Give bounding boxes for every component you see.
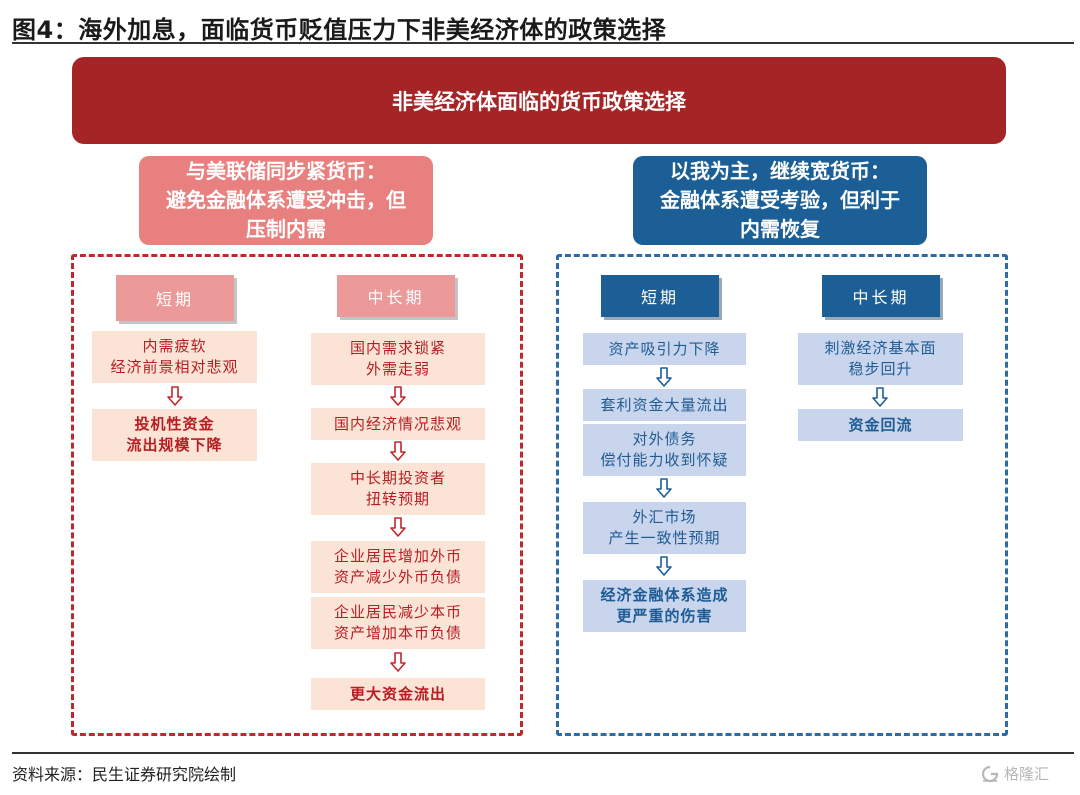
step-line: 资金回流 bbox=[848, 415, 913, 434]
right-short-term-label: 短期 bbox=[601, 275, 719, 317]
step-line: 国内经济情况悲观 bbox=[333, 414, 462, 433]
gelonghui-logo-icon bbox=[981, 765, 999, 782]
right-short-step-5: 经济金融体系造成更严重的伤害 bbox=[583, 580, 746, 632]
step-line: 稳步回升 bbox=[848, 360, 913, 378]
right-short-step-3: 对外债务偿付能力收到怀疑 bbox=[583, 424, 746, 476]
right-short-step-2: 套利资金大量流出 bbox=[583, 389, 746, 421]
left-mid-step-2: 国内经济情况悲观 bbox=[311, 408, 485, 440]
right-mid-step-1: 刺激经济基本面稳步回升 bbox=[798, 333, 963, 385]
right-short-step-1: 资产吸引力下降 bbox=[583, 333, 746, 365]
down-arrow-icon bbox=[655, 556, 673, 576]
tighten-line-1: 与美联储同步紧货币： bbox=[186, 159, 386, 183]
step-line: 企业居民增加外币 bbox=[333, 547, 462, 565]
step-line: 外需走弱 bbox=[365, 360, 430, 378]
step-line: 对外债务 bbox=[632, 430, 697, 448]
step-line: 资产减少外币负债 bbox=[333, 568, 462, 586]
left-mid-step-4: 企业居民增加外币资产减少外币负债 bbox=[311, 541, 485, 593]
source-note: 资料来源：民生证券研究院绘制 bbox=[12, 765, 237, 784]
left-short-step-2: 投机性资金流出规模下降 bbox=[92, 409, 257, 461]
step-line: 经济金融体系造成 bbox=[600, 586, 729, 604]
figure-title: 图4：海外加息，面临货币贬值压力下非美经济体的政策选择 bbox=[12, 16, 667, 44]
left-short-step-1: 内需疲软经济前景相对悲观 bbox=[92, 331, 257, 383]
tighten-policy-box: 与美联储同步紧货币： 避免金融体系遭受冲击，但 压制内需 bbox=[139, 156, 433, 245]
step-line: 企业居民减少本币 bbox=[333, 603, 462, 621]
down-arrow-icon bbox=[655, 367, 673, 387]
step-line: 内需疲软 bbox=[142, 337, 207, 355]
step-line: 产生一致性预期 bbox=[608, 529, 721, 547]
watermark: 格隆汇 bbox=[980, 763, 1049, 784]
step-line: 投机性资金 bbox=[134, 415, 215, 433]
loosen-panel bbox=[556, 254, 1008, 736]
tighten-line-3: 压制内需 bbox=[246, 217, 326, 241]
down-arrow-icon bbox=[389, 517, 407, 537]
step-line: 中长期投资者 bbox=[349, 469, 446, 487]
loosen-line-1: 以我为主，继续宽货币： bbox=[670, 159, 890, 183]
loosen-line-3: 内需恢复 bbox=[740, 217, 820, 241]
step-line: 扭转预期 bbox=[365, 490, 430, 508]
left-mid-step-5: 企业居民减少本币资产增加本币负债 bbox=[311, 597, 485, 649]
step-line: 资产吸引力下降 bbox=[608, 339, 721, 358]
right-mid-step-2: 资金回流 bbox=[798, 409, 963, 441]
down-arrow-icon bbox=[389, 441, 407, 461]
loosen-policy-box: 以我为主，继续宽货币： 金融体系遭受考验，但利于 内需恢复 bbox=[633, 156, 927, 245]
tighten-line-2: 避免金融体系遭受冲击，但 bbox=[166, 188, 406, 212]
left-mid-step-1: 国内需求锁紧外需走弱 bbox=[311, 333, 485, 385]
step-line: 更大资金流出 bbox=[349, 684, 446, 703]
left-short-term-label: 短期 bbox=[116, 275, 234, 321]
title-rule bbox=[12, 42, 1074, 44]
down-arrow-icon bbox=[871, 387, 889, 407]
main-banner: 非美经济体面临的货币政策选择 bbox=[72, 57, 1006, 144]
step-line: 刺激经济基本面 bbox=[824, 339, 937, 357]
step-line: 国内需求锁紧 bbox=[349, 339, 446, 357]
step-line: 偿付能力收到怀疑 bbox=[600, 451, 729, 469]
right-short-step-4: 外汇市场产生一致性预期 bbox=[583, 502, 746, 554]
left-mid-step-3: 中长期投资者扭转预期 bbox=[311, 463, 485, 515]
down-arrow-icon bbox=[389, 386, 407, 406]
right-mid-long-term-label: 中长期 bbox=[822, 275, 940, 317]
step-line: 更严重的伤害 bbox=[616, 607, 713, 625]
step-line: 经济前景相对悲观 bbox=[110, 358, 239, 376]
step-line: 外汇市场 bbox=[632, 508, 697, 526]
left-mid-long-term-label: 中长期 bbox=[337, 275, 455, 317]
footer-rule bbox=[12, 752, 1074, 754]
down-arrow-icon bbox=[389, 652, 407, 672]
watermark-text: 格隆汇 bbox=[1004, 765, 1050, 783]
loosen-line-2: 金融体系遭受考验，但利于 bbox=[660, 188, 900, 212]
down-arrow-icon bbox=[655, 478, 673, 498]
down-arrow-icon bbox=[166, 386, 184, 406]
step-line: 流出规模下降 bbox=[126, 436, 223, 454]
step-line: 套利资金大量流出 bbox=[600, 395, 729, 414]
step-line: 资产增加本币负债 bbox=[333, 624, 462, 642]
tighten-panel bbox=[71, 254, 523, 736]
left-mid-step-6: 更大资金流出 bbox=[311, 678, 485, 710]
